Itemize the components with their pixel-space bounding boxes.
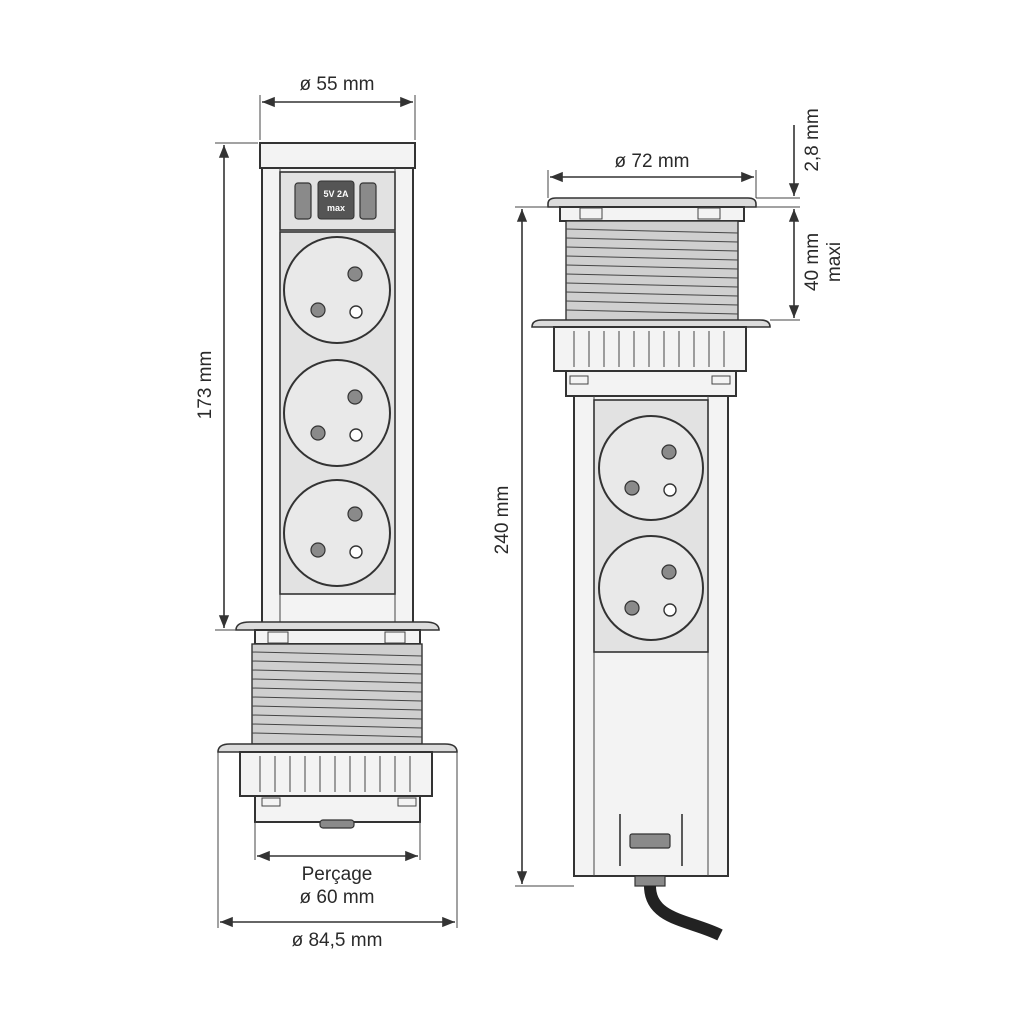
socket-right-1 xyxy=(598,415,704,521)
dim-worktop-thickness: 40 mm xyxy=(802,233,823,291)
dim-drill-diameter: ø 60 mm xyxy=(300,887,375,908)
top-cap xyxy=(259,142,416,169)
usb-rating-line1: 5V 2A xyxy=(323,189,349,199)
dim-total-height: 240 mm xyxy=(492,486,513,555)
usb-port-left xyxy=(294,182,312,220)
top-flange xyxy=(547,197,757,208)
dim-flange-thickness: 2,8 mm xyxy=(802,108,823,171)
upper-flange xyxy=(235,621,440,631)
dim-tower-height: 173 mm xyxy=(195,351,216,420)
nut-flange-right xyxy=(531,319,771,328)
dim-worktop-max: maxi xyxy=(824,242,845,282)
dim-top-width: ø 55 mm xyxy=(300,74,375,95)
right-view: ø 72 mm 2,8 mm 40 mm maxi 240 mm xyxy=(492,108,845,941)
lower-nut xyxy=(239,751,433,797)
usb-rating-plate xyxy=(317,180,355,220)
lower-nut-flange xyxy=(217,743,458,753)
socket-1 xyxy=(283,236,391,344)
socket-right-2 xyxy=(598,535,704,641)
bottom-clip xyxy=(619,814,683,866)
dim-drill-label: Perçage xyxy=(302,864,373,885)
threaded-sleeve-right xyxy=(565,220,739,322)
socket-3 xyxy=(283,479,391,587)
threaded-sleeve xyxy=(251,643,423,745)
dim-flange-diameter: ø 72 mm xyxy=(615,151,690,172)
thread-lines xyxy=(251,651,423,738)
socket-2 xyxy=(283,359,391,467)
nut-right xyxy=(553,326,747,372)
usb-rating-line2: max xyxy=(327,203,345,213)
usb-port-right xyxy=(359,182,377,220)
left-view: 5V 2A max xyxy=(195,74,458,951)
dim-bottom-width: ø 84,5 mm xyxy=(292,930,383,951)
power-cable xyxy=(644,885,723,941)
